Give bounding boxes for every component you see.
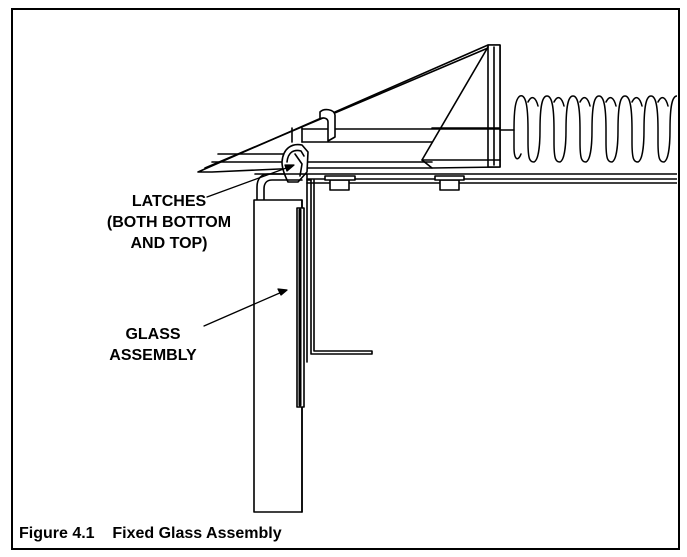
latches-label-line-3: AND TOP) <box>130 235 208 252</box>
figure-frame: LATCHES (BOTH BOTTOM AND TOP) GLASS ASSE… <box>11 8 680 550</box>
latches-label-line-2: (BOTH BOTTOM <box>106 214 232 231</box>
glass-label-line-2: ASSEMBLY <box>109 347 197 364</box>
figure-title: Fixed Glass Assembly <box>112 525 282 542</box>
glass-label-line-1: GLASS <box>125 326 181 343</box>
glass-assembly <box>253 173 373 513</box>
leader-lines <box>203 164 295 327</box>
figure-number: Figure 4.1 <box>19 525 95 542</box>
lower-latch <box>281 143 309 183</box>
latches-label-line-1: LATCHES <box>131 193 207 210</box>
spring <box>499 95 677 163</box>
latches-label: LATCHES (BOTH BOTTOM AND TOP) <box>89 191 249 254</box>
glass-assembly-label: GLASS ASSEMBLY <box>93 324 213 366</box>
figure-caption: Figure 4.1 Fixed Glass Assembly <box>19 525 282 543</box>
sloped-top-bracket <box>197 44 501 173</box>
upper-latch <box>291 108 336 143</box>
fixed-glass-assembly-drawing <box>197 44 677 513</box>
horizontal-rail <box>254 173 677 191</box>
